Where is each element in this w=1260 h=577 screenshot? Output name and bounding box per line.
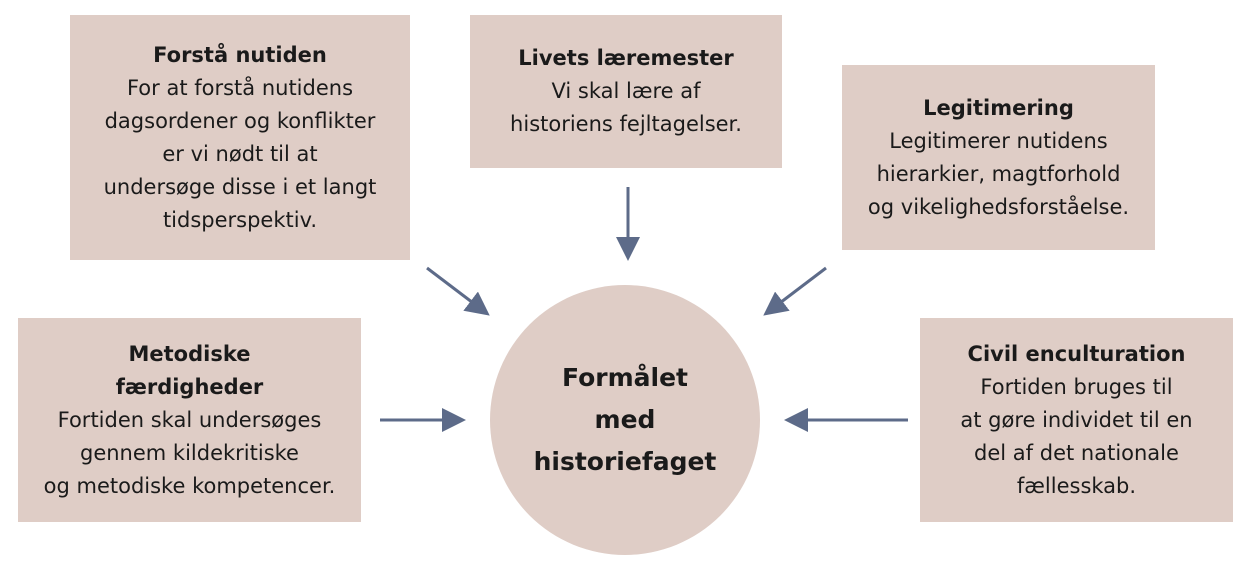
- box-metodiske-faerdigheder: Metodiske færdigheder Fortiden skal unde…: [18, 318, 361, 522]
- box-livets-laeremester: Livets læremester Vi skal lære af histor…: [470, 15, 782, 168]
- box-civil-enculturation: Civil enculturation Fortiden bruges til …: [920, 318, 1233, 522]
- box-body: For at forstå nutidens dagsordener og ko…: [103, 75, 377, 232]
- box-title: Civil enculturation: [967, 341, 1186, 366]
- box-body: Legitimerer nutidens hierarkier, magtfor…: [867, 128, 1130, 219]
- center-circle: Formålet med historiefaget: [490, 285, 760, 555]
- box-body: Fortiden skal undersøges gennem kildekri…: [43, 407, 336, 498]
- box-title: Livets læremester: [518, 46, 734, 70]
- box-body: Vi skal lære af historiens fejltagelser.: [510, 79, 742, 136]
- arrow-forsta-nutiden: [426, 266, 490, 316]
- box-title: Metodiske færdigheder: [115, 341, 264, 399]
- box-body: Fortiden bruges til at gøre individet ti…: [960, 374, 1193, 498]
- arrow-legitimering: [763, 266, 827, 316]
- box-legitimering: Legitimering Legitimerer nutidens hierar…: [842, 65, 1155, 250]
- box-title: Forstå nutiden: [153, 42, 327, 67]
- box-title: Legitimering: [923, 95, 1074, 120]
- box-forsta-nutiden: Forstå nutiden For at forstå nutidens da…: [70, 15, 410, 260]
